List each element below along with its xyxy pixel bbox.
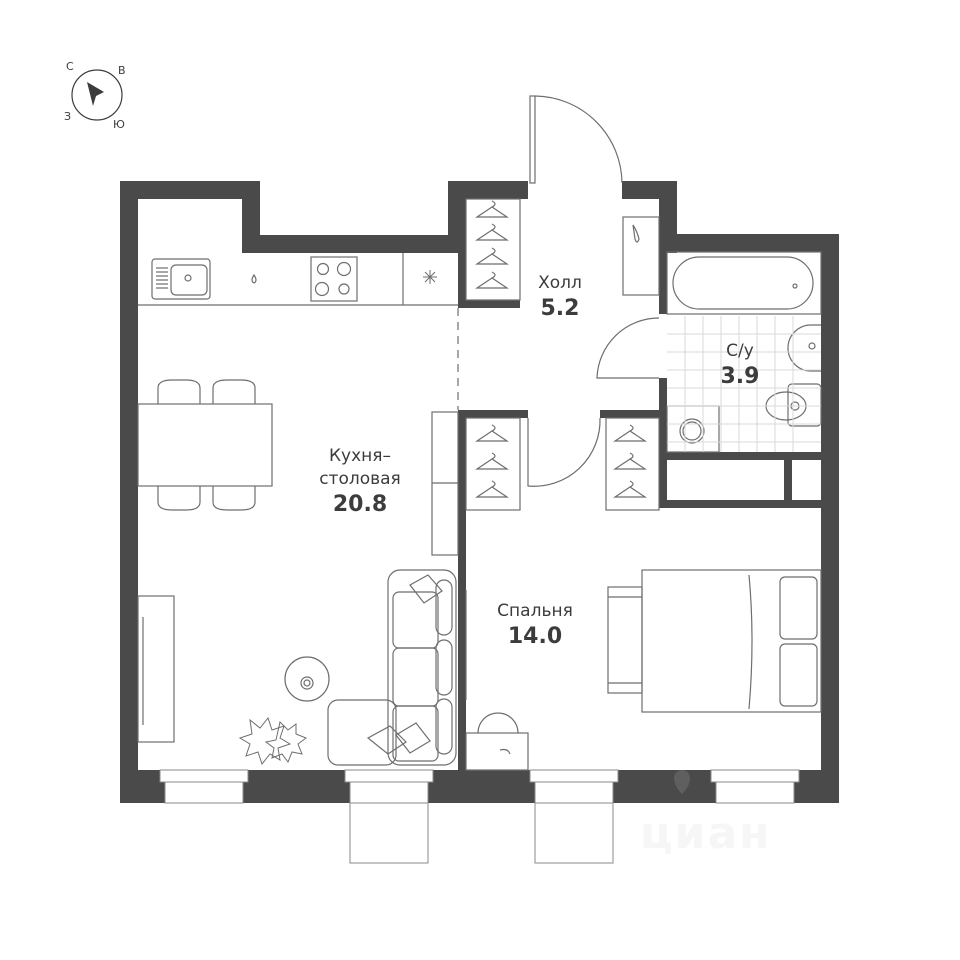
watermark: циан	[640, 808, 772, 859]
room-label-bathroom: С/у 3.9	[705, 340, 775, 391]
room-name: Холл	[538, 273, 582, 293]
watermark-pin-icon	[674, 770, 690, 794]
hanger-icons	[475, 200, 647, 498]
room-name: С/у	[726, 341, 754, 361]
compass-west-label: З	[64, 110, 72, 123]
room-area: 14.0	[507, 624, 563, 649]
compass-arrow-icon	[87, 82, 104, 106]
compass-south-label: Ю	[113, 118, 125, 131]
room-label-bedroom: Спальня 14.0	[475, 600, 595, 651]
room-name-line2: столовая	[319, 469, 401, 489]
room-label-kitchen: Кухня– столовая 20.8	[290, 445, 430, 519]
room-name: Спальня	[497, 601, 573, 621]
compass-east-label: В	[118, 64, 126, 77]
room-name: Кухня–	[328, 446, 392, 466]
compass	[71, 69, 123, 121]
room-area: 3.9	[720, 364, 760, 389]
fixtures	[137, 95, 822, 771]
compass-north-label: С	[66, 60, 74, 73]
walls	[120, 181, 839, 803]
room-area: 5.2	[540, 296, 580, 321]
room-label-hall: Холл 5.2	[520, 272, 600, 323]
room-area: 20.8	[332, 492, 388, 517]
windows	[159, 769, 800, 864]
bath-tiles	[667, 316, 821, 452]
